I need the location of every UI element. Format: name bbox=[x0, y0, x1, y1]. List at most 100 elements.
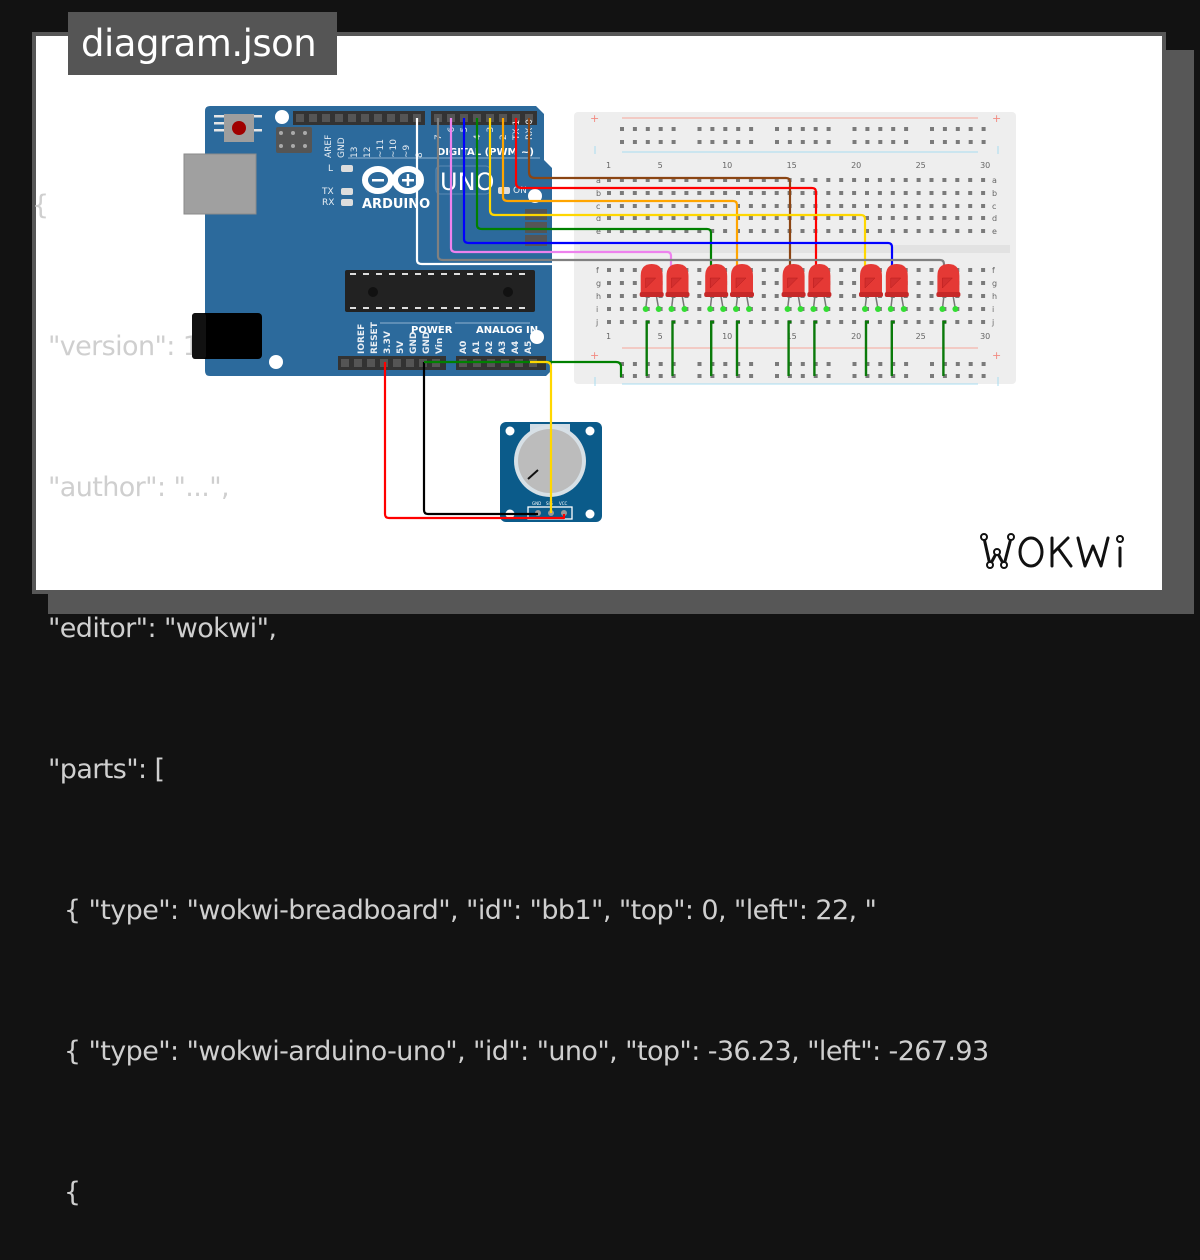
ground-jumper-wire bbox=[864, 320, 869, 376]
header-pin[interactable] bbox=[387, 114, 395, 122]
led[interactable] bbox=[639, 264, 664, 312]
header-pin[interactable] bbox=[296, 114, 304, 122]
digital-label: DIGITAL (PWM ~) bbox=[437, 147, 534, 158]
pin-label: IOREF bbox=[357, 324, 367, 354]
header-pin[interactable] bbox=[335, 114, 343, 122]
pin-label: A3 bbox=[498, 341, 508, 354]
file-title: diagram.json bbox=[68, 12, 337, 75]
wokwi-logo: WOKWi bbox=[978, 528, 1150, 584]
wire-gnd bbox=[422, 362, 538, 516]
bb-row-label: g bbox=[992, 279, 997, 288]
header-pin[interactable] bbox=[367, 359, 375, 367]
bb-col-label: 5 bbox=[658, 161, 663, 170]
header-pin[interactable] bbox=[354, 359, 362, 367]
bb-row-label: i bbox=[596, 305, 598, 314]
pin-label: 3.3V bbox=[383, 331, 393, 354]
bb-col-label: 30 bbox=[980, 332, 990, 341]
bb-col-label: 10 bbox=[722, 332, 732, 341]
wire-d8 bbox=[415, 118, 570, 266]
led-rx-label: RX bbox=[322, 198, 334, 208]
header-pin[interactable] bbox=[406, 359, 414, 367]
bb-row-label: e bbox=[992, 227, 997, 236]
led-tx-label: TX bbox=[321, 187, 334, 197]
header-pin[interactable] bbox=[322, 114, 330, 122]
pin-label: ~10 bbox=[389, 139, 399, 158]
svg-text:+: + bbox=[992, 112, 1001, 125]
pot-pin-gnd: GND bbox=[532, 501, 541, 506]
wire-d7 bbox=[436, 118, 946, 270]
wire-d5 bbox=[462, 118, 894, 270]
header-pin[interactable] bbox=[400, 114, 408, 122]
pin-label: A4 bbox=[511, 341, 521, 354]
led[interactable] bbox=[859, 264, 883, 312]
wire-d1 bbox=[514, 118, 818, 270]
code-line: "author": "...", bbox=[32, 472, 230, 503]
code-line: { "type": "wokwi-arduino-uno", "id": "un… bbox=[32, 1036, 989, 1067]
bb-row-label: f bbox=[992, 266, 995, 275]
ground-jumper-wire bbox=[813, 320, 818, 376]
bb-row-label: c bbox=[596, 202, 600, 211]
bb-row-label: c bbox=[992, 202, 996, 211]
pin-label: GND bbox=[409, 332, 419, 354]
bb-col-label: 25 bbox=[916, 161, 926, 170]
usb-port bbox=[183, 153, 257, 215]
pot-pin-sig: SIG bbox=[546, 501, 553, 506]
led[interactable] bbox=[884, 264, 909, 312]
bb-col-label: 15 bbox=[787, 332, 797, 341]
bb-col-label: 20 bbox=[851, 332, 861, 341]
header-pin[interactable] bbox=[393, 359, 401, 367]
bb-col-label: 15 bbox=[787, 161, 797, 170]
bb-row-label: h bbox=[992, 292, 997, 301]
atmega-chip bbox=[345, 270, 535, 312]
pin-label: 5V bbox=[396, 341, 406, 354]
led[interactable] bbox=[936, 264, 961, 312]
led[interactable] bbox=[807, 264, 832, 312]
ground-jumper-wire bbox=[890, 320, 895, 376]
led[interactable] bbox=[781, 264, 806, 312]
pin-label: ~11 bbox=[376, 139, 386, 158]
ground-jumper-wire bbox=[735, 320, 740, 376]
arduino-brand: ARDUINO bbox=[362, 197, 430, 212]
led[interactable] bbox=[704, 264, 729, 312]
bb-row-label: i bbox=[992, 305, 994, 314]
led[interactable] bbox=[730, 264, 754, 312]
ground-jumper-wire bbox=[671, 320, 676, 376]
bb-col-label: 30 bbox=[980, 161, 990, 170]
ground-jumper-wire bbox=[645, 320, 650, 376]
wire-d4 bbox=[475, 118, 713, 270]
bb-col-label: 10 bbox=[722, 161, 732, 170]
bb-col-label: 20 bbox=[851, 161, 861, 170]
header-pin[interactable] bbox=[361, 114, 369, 122]
wire-d0 bbox=[527, 118, 792, 270]
header-pin[interactable] bbox=[374, 114, 382, 122]
bb-row-label: j bbox=[595, 318, 598, 327]
wire-d3 bbox=[488, 118, 867, 270]
header-pin[interactable] bbox=[348, 114, 356, 122]
bb-row-label: d bbox=[596, 214, 601, 223]
svg-text:+: + bbox=[590, 349, 599, 362]
svg-text:+: + bbox=[590, 112, 599, 125]
bb-row-label: b bbox=[992, 189, 997, 198]
ground-jumper-wire bbox=[710, 320, 715, 376]
bb-row-label: e bbox=[596, 227, 601, 236]
led-on-label: ON bbox=[513, 186, 527, 196]
led[interactable] bbox=[665, 264, 690, 312]
arduino-logo: ARDUINO UNO bbox=[362, 165, 494, 212]
wokwi-logo-icon bbox=[980, 533, 1124, 569]
pin-label: ~9 bbox=[402, 144, 412, 158]
arduino-model: UNO bbox=[440, 168, 494, 196]
wires bbox=[383, 118, 946, 520]
wire-gnd-rail bbox=[424, 360, 623, 377]
header-pin[interactable] bbox=[341, 359, 349, 367]
bb-col-label: 1 bbox=[606, 161, 611, 170]
pin-label: 13 bbox=[350, 147, 360, 158]
bb-row-label: a bbox=[596, 176, 601, 185]
ground-jumper-wire bbox=[787, 320, 792, 376]
bb-row-label: f bbox=[596, 266, 599, 275]
pin-label: A0 bbox=[459, 341, 469, 354]
ground-jumper-wire bbox=[942, 320, 947, 376]
header-pin[interactable] bbox=[309, 114, 317, 122]
